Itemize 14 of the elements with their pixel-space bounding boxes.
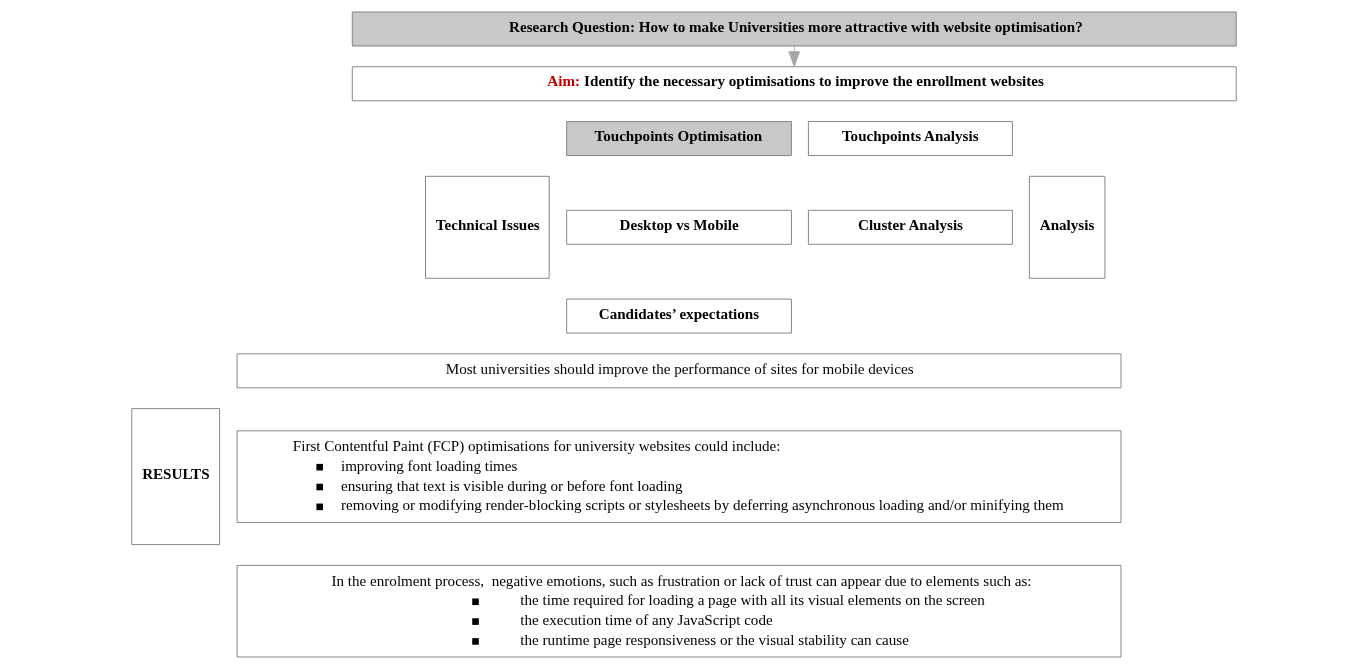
node-box: Technical Issues — [424, 175, 550, 279]
node-box: Aim: Identify the necessary optimisations to improve the enrollment websites — [351, 66, 1237, 102]
node-box: Analysis — [1028, 175, 1105, 279]
node-box: First Contentful Paint (FCP) optimisations for university websites could include: improving font loading times ensuring that text is visible during or before font loading removing or modifying render-blocking scripts or stylesheets by deferring asynchronous loading and/or minifying them — [236, 430, 1121, 523]
node-box: RESULTS — [130, 408, 220, 546]
node-box: Touchpoints Optimisation — [565, 121, 792, 156]
node-box: Research Question: How to make Universities more attractive with website optimisation? — [351, 11, 1237, 47]
arrow — [788, 45, 800, 68]
node-box: Touchpoints Analysis — [807, 121, 1013, 156]
node-box: Cluster Analysis — [807, 209, 1013, 245]
node-box: Desktop vs Mobile — [565, 209, 792, 245]
node-box: Candidates’ expectations — [565, 298, 792, 334]
node-box: Most universities should improve the performance of sites for mobile devices — [236, 353, 1121, 389]
node-box: In the enrolment process, negative emotions, such as frustration or lack of trust can appear due to elements such as: the time required for loading a page with all its visual elements on the screen the execution time of any JavaScript code the runtime page responsiveness or the visual stability can cause — [236, 564, 1121, 658]
